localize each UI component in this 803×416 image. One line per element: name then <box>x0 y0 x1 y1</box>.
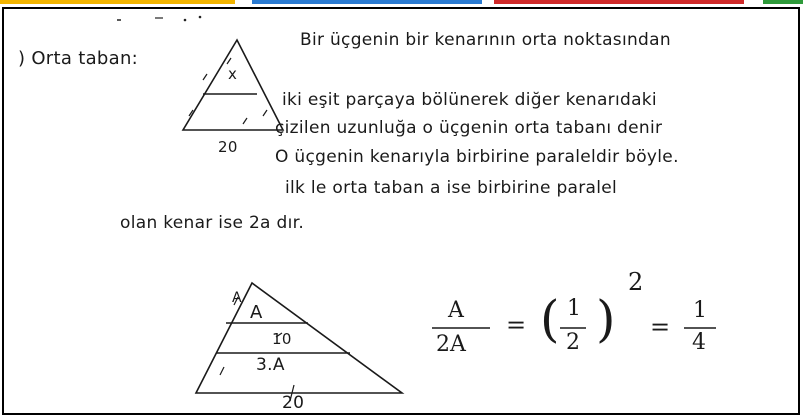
eq-denominator: 2A <box>436 332 466 357</box>
eq-exponent: 2 <box>628 268 644 296</box>
eq-result-num: 1 <box>693 298 707 323</box>
eq-fraction-bar-2 <box>560 327 586 329</box>
eq-fraction-bar-1 <box>432 327 490 329</box>
triangle-figure-1 <box>181 38 285 131</box>
figure1-inner-label: x <box>228 65 238 83</box>
answer-frame <box>2 7 800 415</box>
eq-right-paren: ) <box>596 290 616 348</box>
figure1-base-label: 20 <box>218 138 238 156</box>
figure2-label-a-top: A <box>250 302 263 323</box>
figure2-label-base: 20 <box>282 393 305 413</box>
eq-left-paren: ( <box>540 290 560 348</box>
figure2-label-mid: 10 <box>272 330 292 348</box>
eq-equals-2: = <box>650 313 671 341</box>
strip-red <box>494 0 744 4</box>
section-label: ) Orta taban: <box>18 48 139 69</box>
figure2-label-a-left: A <box>232 290 242 306</box>
text-line-5: ilk le orta taban a ise birbirine parale… <box>285 178 618 198</box>
text-line-6: olan kenar ise 2a dır. <box>120 213 305 233</box>
eq-equals-1: = <box>506 311 527 339</box>
color-strip <box>0 0 803 5</box>
eq-frac-num: 1 <box>567 296 581 321</box>
strip-blue <box>252 0 482 4</box>
figure2-label-3a: 3.A <box>256 355 285 375</box>
strip-yellow <box>0 0 235 4</box>
eq-numerator: A <box>448 298 464 323</box>
text-line-4: O üçgenin kenarıyla birbirine paraleldir… <box>275 147 679 167</box>
stray-marks <box>117 15 202 22</box>
text-line-2: iki eşit parçaya bölünerek diğer kenarıd… <box>282 90 657 110</box>
text-line-1: Bir üçgenin bir kenarının orta noktasınd… <box>300 30 671 50</box>
strip-green <box>763 0 803 4</box>
eq-frac-den: 2 <box>566 330 580 355</box>
triangle-figure-2 <box>194 281 405 402</box>
eq-result-den: 4 <box>692 330 706 355</box>
text-line-3: çizilen uzunluğa o üçgenin orta tabanı d… <box>275 118 663 138</box>
eq-fraction-bar-3 <box>684 327 716 329</box>
